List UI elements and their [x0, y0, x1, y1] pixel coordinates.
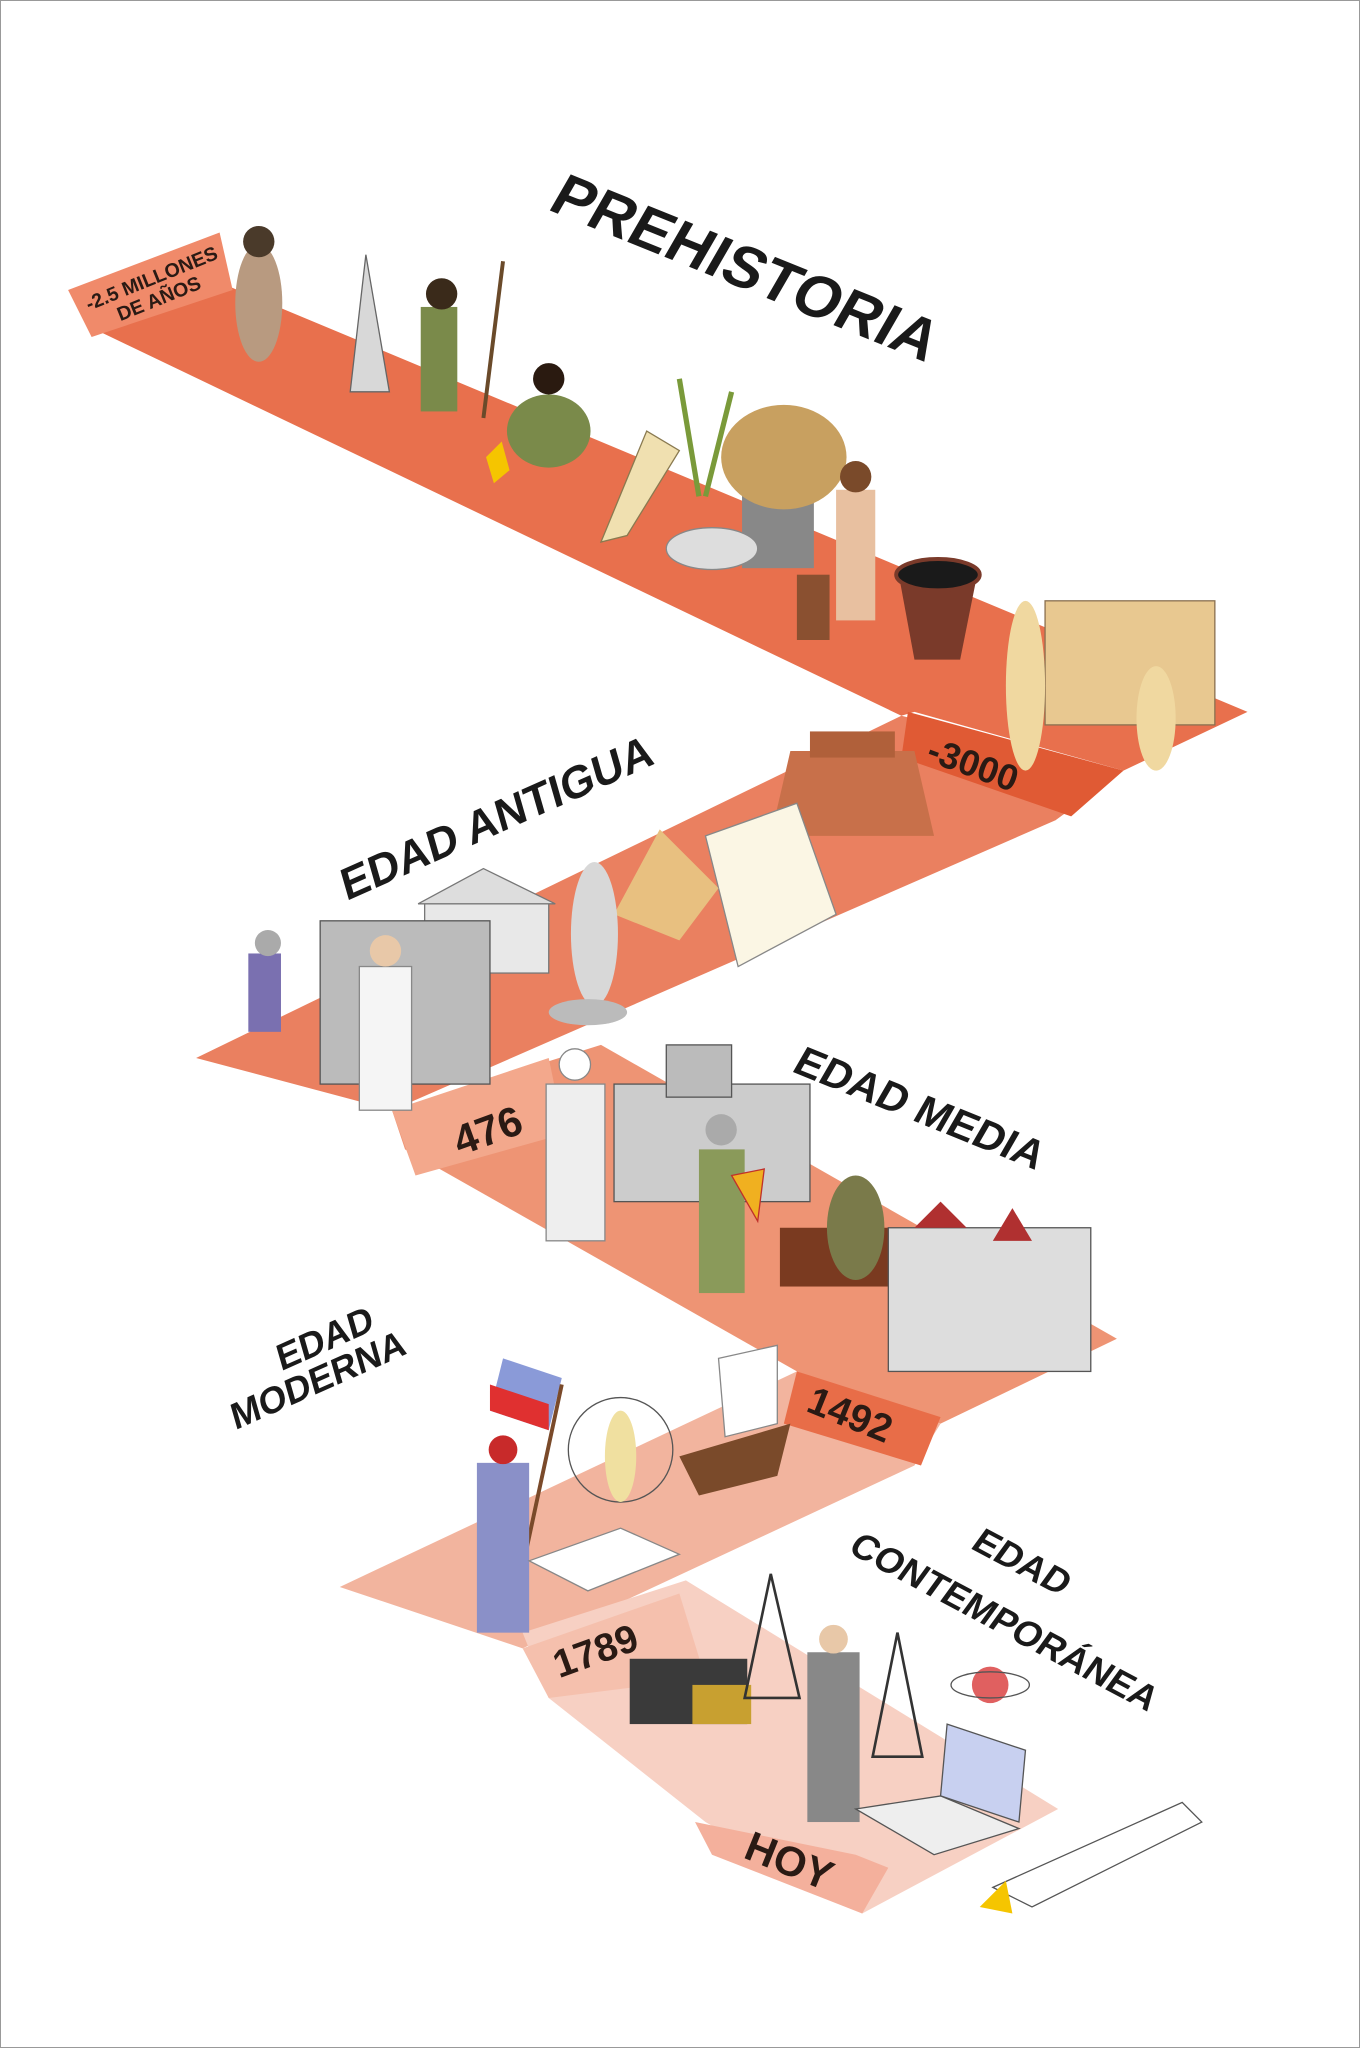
blacksmith-icon — [796, 461, 876, 640]
pyramid-icon — [614, 829, 719, 941]
hunter-icon — [420, 260, 505, 419]
era-title-media: EDAD MEDIA — [786, 1038, 1055, 1178]
steam-train-icon — [629, 1658, 752, 1725]
moorish-figure-icon — [545, 1048, 606, 1242]
band-hoy — [695, 1822, 889, 1914]
caravel-ship-icon — [679, 1344, 791, 1496]
oil-derrick-icon — [871, 1632, 924, 1759]
vitruvian-man-icon — [567, 1396, 674, 1503]
era-title-prehistoria: PREHISTORIA — [540, 161, 954, 374]
stone-tool-icon — [349, 254, 391, 393]
woman-fire-icon — [486, 363, 591, 484]
atom-icon — [950, 1666, 1031, 1704]
monk-scribe-icon — [779, 1175, 891, 1287]
knight-icon — [698, 1114, 766, 1294]
discobolus-statue-icon — [548, 862, 628, 1026]
caveman-icon — [235, 225, 283, 362]
band-1492 — [783, 1371, 941, 1466]
laptop-icon — [853, 1723, 1027, 1856]
pottery-icon — [894, 557, 982, 660]
gothic-city-icon — [887, 1201, 1092, 1373]
goat-icon — [665, 527, 759, 571]
walled-city-icon — [1005, 600, 1216, 771]
roman-senator-icon — [358, 935, 413, 1111]
plough-icon — [599, 430, 681, 543]
power-tower-icon — [743, 1573, 802, 1700]
businessman-icon — [807, 1624, 860, 1823]
revolution-flag-icon — [489, 1358, 564, 1568]
band-476 — [392, 1057, 565, 1176]
hieroglyph-scroll-icon — [704, 802, 837, 968]
ziggurat-icon — [770, 731, 935, 836]
roman-soldier-icon — [248, 929, 281, 1032]
start-date-band — [68, 232, 233, 337]
band-3000 — [901, 711, 1124, 817]
marianne-figure-icon — [476, 1435, 530, 1633]
wheat-icon — [676, 378, 735, 497]
space-shuttle-icon — [979, 1801, 1203, 1914]
book-icon — [527, 1527, 682, 1592]
